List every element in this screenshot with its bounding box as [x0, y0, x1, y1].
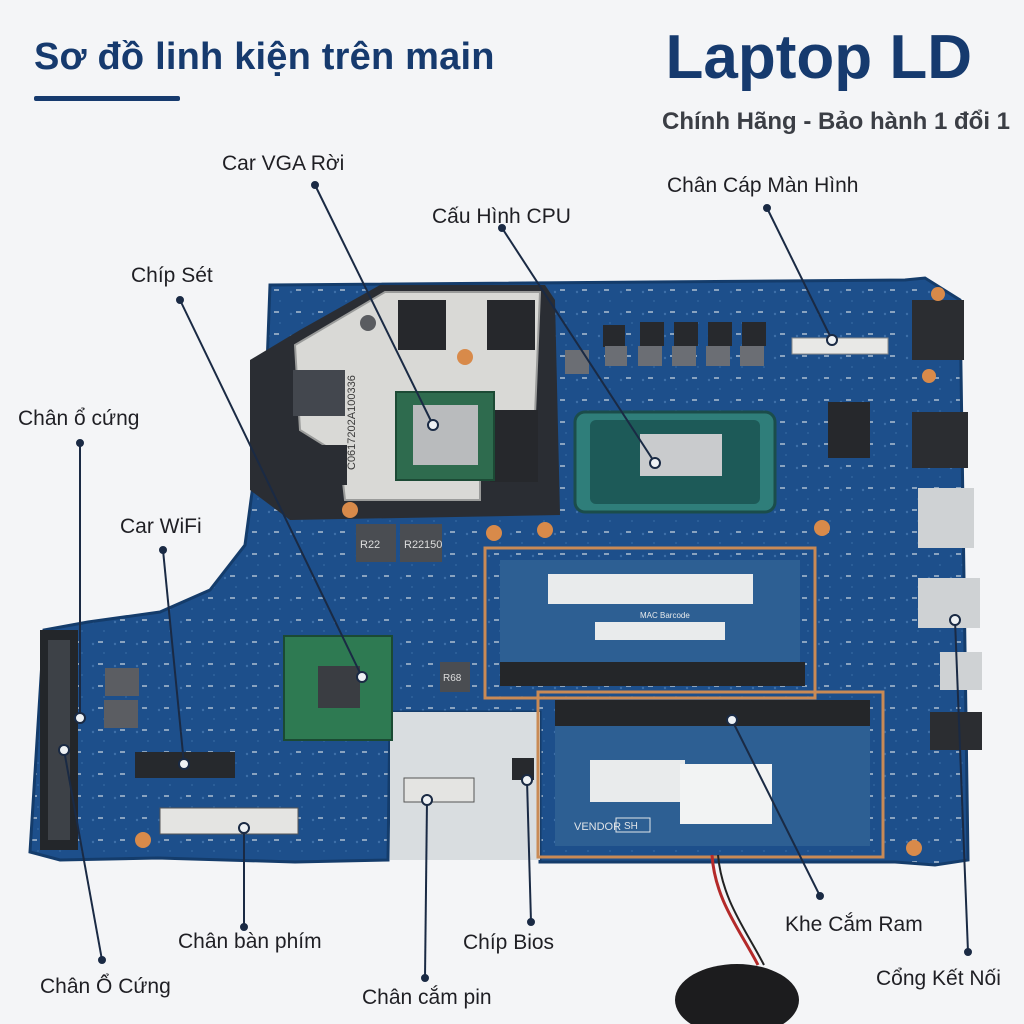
title-underline	[34, 96, 180, 101]
ram-slots: MAC Barcode VENDOR SH	[483, 546, 885, 859]
brand-tagline: Chính Hãng - Bảo hành 1 đổi 1	[662, 108, 1010, 135]
leader-lcd	[766, 207, 833, 341]
chipset	[283, 635, 393, 741]
label-ram-slot: Khe Cắm Ram	[785, 913, 923, 936]
inductor-marking: R68	[443, 673, 462, 684]
inductor-marking: R22	[404, 539, 424, 551]
leader-ports	[954, 619, 969, 953]
leader-hdd-bottom	[63, 749, 103, 961]
mounting-holes	[135, 287, 945, 856]
vendor-label: VENDOR	[574, 821, 621, 833]
gpu-heatsink: C0617202A100336	[250, 285, 560, 520]
battery-connector	[403, 777, 475, 803]
cpu-package	[573, 410, 777, 514]
cmos-battery	[675, 964, 799, 1024]
brand-logo-text: Laptop LD	[665, 23, 973, 92]
gpu-marking: C0617202A100336	[346, 375, 358, 470]
label-bios-chip: Chíp Bios	[463, 931, 555, 954]
leader-bios	[526, 779, 532, 923]
label-chipset: Chíp Sét	[131, 264, 213, 287]
io-ports	[828, 300, 982, 750]
label-cpu: Cấu Hình CPU	[432, 205, 571, 228]
inductor-marking: 150	[424, 539, 442, 551]
cmos-cable	[710, 854, 760, 966]
inductor-marking: R22	[360, 539, 380, 551]
label-keyboard-connector: Chân bàn phím	[178, 930, 322, 953]
label-hdd-connector-top: Chân ổ cứng	[18, 407, 140, 430]
label-battery-connector: Chân cắm pin	[362, 986, 492, 1009]
leader-cpu	[501, 227, 656, 464]
leader-lines	[58, 181, 972, 982]
page-title: Sơ đồ linh kiện trên main	[34, 36, 495, 78]
label-hdd-connector-bottom: Chân Ổ Cứng	[40, 975, 171, 998]
vrm-chips	[565, 322, 766, 374]
leader-battery	[424, 799, 428, 979]
storage-connectors	[40, 630, 235, 850]
label-wifi-card: Car WiFi	[120, 515, 202, 538]
leader-vga	[314, 184, 434, 426]
vendor-code: SH	[624, 821, 638, 832]
leader-chipset	[179, 299, 363, 678]
ram-sticker-text: MAC Barcode	[640, 611, 690, 620]
inductors: R22 R22 150 R68	[104, 524, 470, 728]
label-io-ports: Cổng Kết Nối	[876, 967, 1001, 990]
label-vga-card: Car VGA Rời	[222, 152, 345, 175]
leader-wifi	[162, 549, 185, 765]
lcd-connector	[791, 337, 889, 355]
leader-ram	[731, 719, 821, 897]
keyboard-connector	[159, 807, 299, 835]
label-lcd-connector: Chân Cáp Màn Hình	[667, 174, 859, 197]
